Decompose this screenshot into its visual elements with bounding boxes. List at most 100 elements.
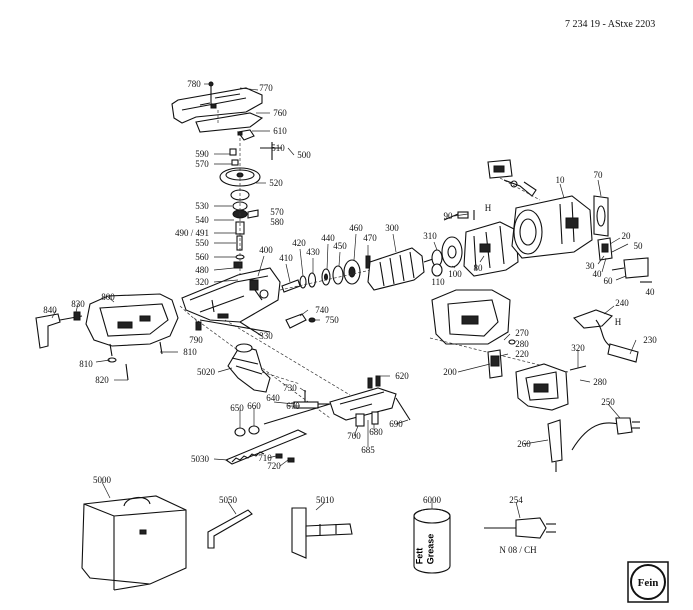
blade-holder-685 [293, 375, 411, 427]
grease-can-text-2: Grease [425, 533, 436, 565]
part-label-5020: 5020 [197, 367, 215, 377]
part-label-660: 660 [247, 401, 261, 411]
part-label-430: 430 [306, 247, 320, 257]
motor-housing-10 [511, 195, 593, 259]
part-label-90: 90 [443, 211, 453, 221]
cover-770 [171, 87, 263, 124]
part-label-720: 720 [267, 461, 281, 471]
part-label-220: 220 [515, 349, 529, 359]
part-label-780: 780 [187, 79, 201, 89]
part-label-710: 710 [258, 453, 272, 463]
gear-housing-400 [181, 267, 351, 419]
part-label-640: 640 [266, 393, 280, 403]
part-label-254: 254 [509, 495, 523, 505]
part-label-5000: 5000 [93, 475, 111, 485]
part-label-240: 240 [615, 298, 629, 308]
part-label-20: 20 [621, 231, 631, 241]
part-label-110: 110 [431, 277, 445, 287]
part-label-570: 570 [195, 159, 209, 169]
part-label-820: 820 [95, 375, 109, 385]
part-label-730: 730 [283, 383, 297, 393]
part-label-6000: 6000 [423, 495, 441, 505]
part-label-670: 670 [286, 401, 300, 411]
brush-parts [597, 237, 652, 283]
handle-shell-right [515, 363, 587, 411]
part-label-230: 230 [643, 335, 657, 345]
bearing-parts [431, 236, 463, 277]
armature-300 [367, 247, 437, 291]
part-label-570: 570 [270, 207, 284, 217]
part-label-550: 550 [195, 238, 209, 248]
part-label-h-top: H [484, 203, 492, 213]
fein-logo: Fein [627, 561, 669, 603]
part-label-685: 685 [361, 445, 375, 455]
part-label-750: 750 [325, 315, 339, 325]
part-label-70: 70 [593, 170, 603, 180]
part-label-30: 30 [585, 261, 595, 271]
part-label-560: 560 [195, 252, 209, 262]
part-label-810: 810 [79, 359, 93, 369]
part-label-790: 790 [189, 335, 203, 345]
part-label-770: 770 [259, 83, 273, 93]
leader-lines [51, 83, 637, 519]
part-label-620: 620 [395, 371, 409, 381]
blade-5030 [224, 403, 331, 465]
switch-group-top [487, 159, 541, 201]
part-label-260: 260 [517, 439, 531, 449]
aux-handle-5020 [227, 343, 301, 393]
part-label-810: 810 [183, 347, 197, 357]
part-label-410: 410 [279, 253, 293, 263]
part-label-830: 830 [71, 299, 85, 309]
part-label-700: 700 [347, 431, 361, 441]
part-label-5030: 5030 [191, 454, 209, 464]
link-330 [179, 305, 271, 337]
cover-70 [593, 195, 609, 237]
part-label-310: 310 [423, 231, 437, 241]
part-label-540: 540 [195, 215, 209, 225]
part-label-300: 300 [385, 223, 399, 233]
part-label-280: 280 [593, 377, 607, 387]
lever-740 [285, 313, 316, 329]
part-label-610: 610 [273, 126, 287, 136]
part-label-580: 580 [270, 217, 284, 227]
part-label-200: 200 [443, 367, 457, 377]
part-label-510: 510 [271, 143, 285, 153]
part-label-400: 400 [259, 245, 273, 255]
part-label-480: 480 [195, 265, 209, 275]
cable-230 [573, 309, 639, 363]
part-label-420: 420 [292, 238, 306, 248]
grease-can-text-1: Fett [414, 547, 425, 565]
part-label-320: 320 [571, 343, 585, 353]
part-label-520: 520 [269, 178, 283, 188]
part-label-250: 250 [601, 397, 615, 407]
part-label-50: 50 [633, 241, 643, 251]
part-label-760: 760 [273, 108, 287, 118]
cord-250 [547, 417, 640, 472]
part-label-40: 40 [645, 287, 655, 297]
part-label-590: 590 [195, 149, 209, 159]
case-5000 [81, 495, 187, 591]
part-label-40: 40 [592, 269, 602, 279]
switch-220 [487, 339, 516, 379]
guide-5010 [291, 507, 353, 559]
part-label-740: 740 [315, 305, 329, 315]
stator-80 [443, 210, 519, 277]
part-label-500: 500 [297, 150, 311, 160]
part-label-460: 460 [349, 223, 363, 233]
rear-handle-800 [85, 293, 179, 381]
part-label-690: 690 [389, 419, 403, 429]
part-label-470: 470 [363, 233, 377, 243]
plug-254 [484, 517, 556, 539]
part-label-800: 800 [101, 292, 115, 302]
part-label-450: 450 [333, 241, 347, 251]
hex-key-5050 [207, 509, 253, 549]
part-label-60: 60 [603, 276, 613, 286]
part-label-280: 280 [515, 339, 529, 349]
part-label-530: 530 [195, 201, 209, 211]
part-label-490-491: 490 / 491 [174, 228, 210, 238]
fein-logo-text: Fein [638, 577, 659, 589]
part-label-100: 100 [448, 269, 462, 279]
part-label-440: 440 [321, 233, 335, 243]
part-label-330: 330 [259, 331, 273, 341]
